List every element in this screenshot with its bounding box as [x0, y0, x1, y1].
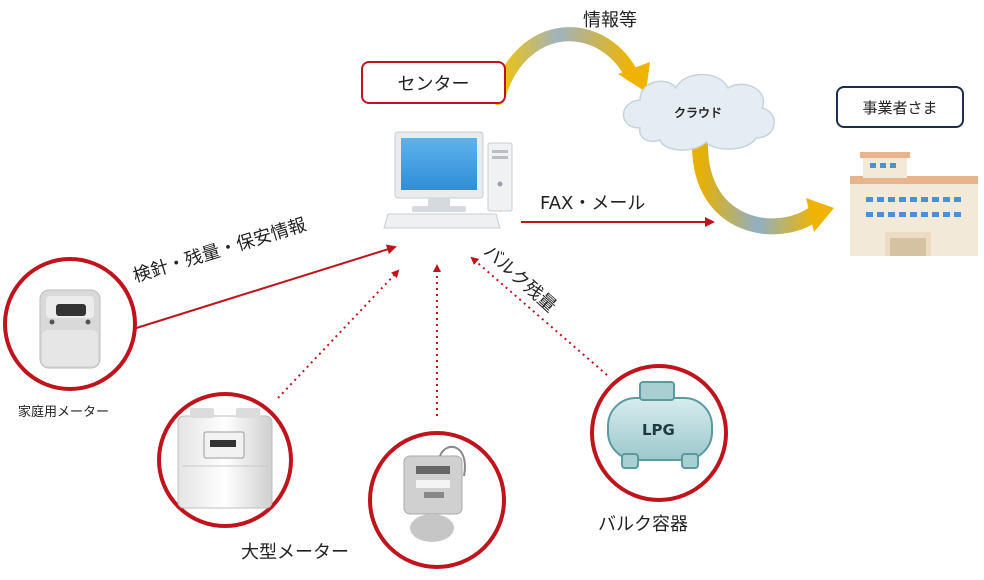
bulk-container-arrow — [470, 256, 608, 376]
large-meter-icon — [157, 392, 293, 528]
household-meter-arrow — [129, 244, 397, 331]
bulk-container-label: バルク容器 — [598, 514, 688, 535]
household-meter-icon — [3, 257, 137, 391]
business-box: 事業者さま — [836, 86, 964, 128]
cloud-shape — [622, 73, 775, 151]
business-box-label: 事業者さま — [862, 98, 938, 117]
cloud-label: クラウド — [674, 106, 723, 120]
lpg-label: LPG — [642, 421, 675, 439]
bulk-container-icon — [590, 364, 728, 502]
info-flow-label: 情報等 — [583, 10, 637, 31]
building-icon — [850, 152, 978, 256]
large-meter-label: 大型メーター — [241, 542, 349, 563]
center-box: センター — [361, 61, 506, 104]
smart-meter-icon — [368, 431, 506, 569]
center-to-cloud-arrow — [491, 27, 650, 105]
computer-icon — [383, 131, 513, 229]
center-box-label: センター — [397, 73, 470, 95]
large-meter-arrow — [277, 269, 400, 399]
household-meter-label: 家庭用メーター — [18, 405, 110, 420]
fax-mail-label: FAX・メール — [540, 193, 646, 214]
cloud-to-business-arrow — [692, 137, 834, 235]
